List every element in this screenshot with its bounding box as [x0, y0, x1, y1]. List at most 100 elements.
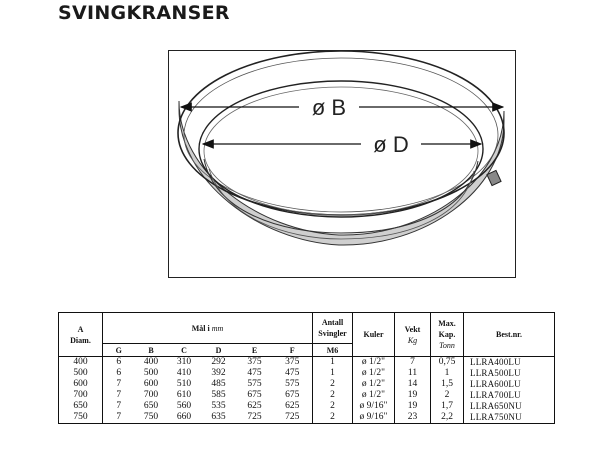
col-vekt-header: Vekt Kg — [394, 312, 431, 357]
maks-unit: Tonn — [439, 341, 455, 350]
cell-maks: 1,5 — [430, 379, 464, 390]
cell-antall: 1 — [312, 356, 353, 368]
cell-antall: 2 — [312, 401, 353, 412]
subheader-c: C — [167, 343, 201, 357]
cell-kuler: ø 1/2" — [352, 390, 395, 401]
cell-g: 7 — [102, 379, 135, 390]
cell-vekt: 19 — [394, 390, 431, 401]
cell-maks: 1 — [430, 368, 464, 379]
dimension-d-label: ø D — [373, 132, 408, 157]
cell-maks: 0,75 — [430, 356, 464, 368]
cell-antall: 2 — [312, 412, 353, 424]
cell-kuler: ø 1/2" — [352, 368, 395, 379]
subheader-d: D — [200, 343, 237, 357]
vekt-label: Vekt — [404, 324, 421, 334]
cell-antall: 2 — [312, 390, 353, 401]
ring-inner-edge — [198, 80, 484, 218]
cell-b: 500 — [143, 368, 159, 378]
col-maks-header: Max. Kap. Tonn — [430, 312, 464, 357]
page-title: SVINGKRANSER — [58, 2, 230, 24]
cell-a: 600 — [58, 379, 103, 390]
cell-c: 510 — [176, 379, 192, 389]
col-a-header: A Diam. — [58, 312, 103, 357]
cell-a: 400 — [58, 356, 103, 368]
cell-b: 400 — [143, 357, 159, 367]
subheader-m6: M6 — [312, 343, 353, 357]
col-antall-header: Antall Svingler — [312, 312, 353, 344]
cell-kuler: ø 9/16" — [352, 412, 395, 424]
cell-d: 392 — [211, 368, 226, 378]
cell-f: 475 — [285, 368, 300, 378]
vekt-unit: Kg — [407, 335, 418, 345]
cell-g: 7 — [102, 412, 135, 424]
maal-unit: mm — [211, 323, 224, 333]
cell-vekt: 11 — [394, 368, 431, 379]
cell-d: 635 — [200, 412, 237, 424]
cell-bestnr: LLRA600LU — [463, 379, 555, 390]
cell-vekt: 14 — [394, 379, 431, 390]
ring-side-band — [178, 100, 505, 246]
cell-a: 650 — [58, 401, 103, 412]
cell-g: 6 — [102, 356, 135, 368]
cell-maks: 2,2 — [430, 412, 464, 424]
cell-vekt: 23 — [394, 412, 431, 424]
antall-label: Antall Svingler — [318, 318, 347, 338]
cell-maks: 2 — [430, 390, 464, 401]
cell-f: 725 — [272, 412, 313, 424]
subheader-b: B — [134, 343, 168, 357]
ring-outer-edge — [177, 51, 505, 216]
cell-f: 575 — [285, 379, 300, 389]
cell-b: 700 — [143, 390, 159, 400]
col-maal-header: Mål i mm — [102, 312, 313, 344]
maal-label: Mål i — [191, 323, 210, 333]
specification-table: A Diam. Mål i mm Antall Svingler Kuler V… — [58, 312, 555, 424]
cell-c: 310 — [176, 357, 192, 367]
cell-f: 625 — [285, 401, 300, 411]
col-a-label: A — [77, 324, 84, 334]
cell-g: 7 — [102, 390, 135, 401]
col-kuler-header: Kuler — [352, 312, 395, 357]
cell-g: 6 — [102, 368, 135, 379]
cell-d: 292 — [211, 357, 226, 367]
cell-kuler: ø 1/2" — [352, 379, 395, 390]
cell-bestnr: LLRA400LU — [463, 356, 555, 368]
cell-e: 725 — [236, 412, 273, 424]
cell-maks: 1,7 — [430, 401, 464, 412]
dimension-b-label: ø B — [312, 95, 346, 120]
cell-f: 675 — [285, 390, 300, 400]
maks-label: Max. Kap. — [438, 319, 456, 339]
col-bestnr-header: Best.nr. — [463, 312, 555, 357]
cell-a: 500 — [58, 368, 103, 379]
grease-nipple — [486, 169, 502, 187]
cell-antall: 1 — [312, 368, 353, 379]
cell-c: 410 — [176, 368, 192, 378]
cell-bestnr: LLRA500LU — [463, 368, 555, 379]
cell-b: 750 — [134, 412, 168, 424]
cell-b: 600 — [143, 379, 159, 389]
cell-kuler: ø 1/2" — [352, 356, 395, 368]
cell-d: 585 — [211, 390, 226, 400]
cell-a: 750 — [58, 412, 103, 424]
cell-c: 560 — [176, 401, 192, 411]
bestnr-label: Best.nr. — [496, 330, 522, 339]
cell-bestnr: LLRA700LU — [463, 390, 555, 401]
cell-a: 700 — [58, 390, 103, 401]
cell-e: 675 — [247, 390, 262, 400]
cell-e: 625 — [247, 401, 262, 411]
slewing-ring-figure: ø B ø D — [168, 50, 516, 278]
cell-d: 485 — [211, 379, 226, 389]
cell-d: 535 — [211, 401, 226, 411]
cell-g: 7 — [102, 401, 135, 412]
cell-e: 375 — [247, 357, 262, 367]
cell-e: 575 — [247, 379, 262, 389]
cell-kuler: ø 9/16" — [352, 401, 395, 412]
cell-antall: 2 — [312, 379, 353, 390]
cell-vekt: 19 — [394, 401, 431, 412]
